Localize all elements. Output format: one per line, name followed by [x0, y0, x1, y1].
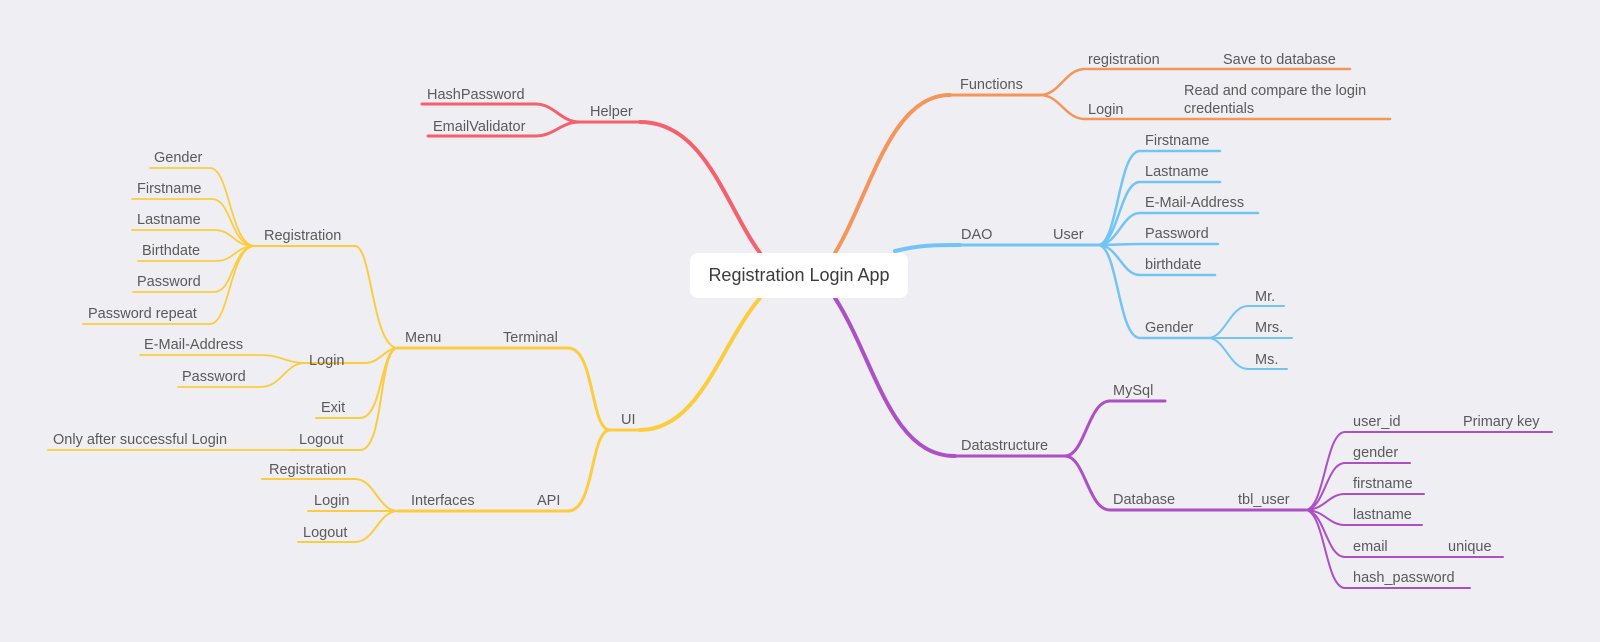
node-logout-note[interactable]: Only after successful Login — [53, 432, 227, 448]
node-col-firstname[interactable]: firstname — [1353, 476, 1413, 492]
node-reg-birthdate[interactable]: Birthdate — [142, 243, 200, 259]
node-datastructure[interactable]: Datastructure — [961, 438, 1048, 454]
node-reg-gender[interactable]: Gender — [154, 150, 203, 166]
edge-login-email — [139, 354, 306, 364]
edge-tbl-gender — [1304, 462, 1411, 511]
node-interfaces-logout[interactable]: Logout — [303, 525, 347, 541]
node-user-lastname[interactable]: Lastname — [1145, 164, 1209, 180]
node-user-email[interactable]: E-Mail-Address — [1145, 195, 1244, 211]
branch-ui — [47, 167, 762, 543]
node-helper[interactable]: Helper — [590, 104, 633, 120]
edge-root-ui — [638, 296, 762, 432]
edge-root-dao — [893, 243, 962, 253]
node-ui[interactable]: UI — [621, 412, 636, 428]
node-menu-exit[interactable]: Exit — [321, 400, 345, 416]
edge-menu-registration — [254, 245, 399, 349]
node-gender-mr[interactable]: Mr. — [1255, 289, 1275, 305]
edge-user-birthdate — [1096, 243, 1217, 277]
root-node-label: Registration Login App — [708, 265, 890, 285]
node-reg-firstname[interactable]: Firstname — [137, 181, 201, 197]
node-hashpassword[interactable]: HashPassword — [427, 87, 525, 103]
node-functions[interactable]: Functions — [960, 77, 1023, 93]
edge-user-lastname — [1096, 180, 1222, 247]
node-col-unique[interactable]: unique — [1448, 539, 1492, 555]
node-read-compare-line1[interactable]: Read and compare the login — [1184, 83, 1366, 99]
edge-helper-emailvalidator — [426, 120, 582, 138]
root-node[interactable]: Registration Login App — [690, 253, 908, 298]
edge-tbl-user-id — [1304, 431, 1553, 511]
node-menu[interactable]: Menu — [405, 330, 441, 346]
edge-functions-login — [1038, 93, 1392, 121]
branch-helper — [420, 102, 762, 255]
branch-functions — [833, 67, 1392, 255]
node-menu-logout[interactable]: Logout — [299, 432, 343, 448]
edge-reg-gender — [149, 167, 256, 247]
edge-interfaces-logout — [297, 510, 399, 543]
node-func-login[interactable]: Login — [1088, 102, 1123, 118]
node-user[interactable]: User — [1053, 227, 1084, 243]
node-col-primary-key[interactable]: Primary key — [1463, 414, 1540, 430]
edge-root-datastructure — [833, 296, 957, 458]
edge-user-password — [1096, 242, 1220, 247]
node-tbl-user[interactable]: tbl_user — [1238, 492, 1290, 508]
node-login-email[interactable]: E-Mail-Address — [144, 337, 243, 353]
node-reg-password-repeat[interactable]: Password repeat — [88, 306, 197, 322]
edge-tbl-firstname — [1304, 493, 1425, 511]
node-user-birthdate[interactable]: birthdate — [1145, 257, 1201, 273]
node-login-password[interactable]: Password — [182, 369, 246, 385]
branch-datastructure — [833, 296, 1553, 589]
node-database[interactable]: Database — [1113, 492, 1175, 508]
node-col-gender[interactable]: gender — [1353, 445, 1398, 461]
edge-user-gender — [1096, 243, 1210, 340]
node-user-password[interactable]: Password — [1145, 226, 1209, 242]
node-save-to-database[interactable]: Save to database — [1223, 52, 1336, 68]
edge-ui-api — [396, 428, 612, 513]
node-menu-login[interactable]: Login — [309, 353, 344, 369]
node-emailvalidator[interactable]: EmailValidator — [433, 119, 526, 135]
branch-dao — [893, 149, 1293, 370]
node-user-firstname[interactable]: Firstname — [1145, 133, 1209, 149]
edge-reg-firstname — [131, 198, 256, 247]
node-gender-mrs[interactable]: Mrs. — [1255, 320, 1283, 336]
edge-datastructure-mysql — [1063, 399, 1167, 458]
node-interfaces[interactable]: Interfaces — [411, 493, 475, 509]
node-col-hash-password[interactable]: hash_password — [1353, 570, 1455, 586]
edge-ui-terminal — [396, 346, 612, 432]
edge-root-helper — [638, 120, 762, 255]
node-menu-registration[interactable]: Registration — [264, 228, 341, 244]
node-interfaces-registration[interactable]: Registration — [269, 462, 346, 478]
edge-user-firstname — [1096, 149, 1222, 247]
edge-tbl-hash-password — [1304, 509, 1471, 589]
edge-interfaces-registration — [261, 478, 399, 512]
node-mysql[interactable]: MySql — [1113, 383, 1153, 399]
edge-login-password — [177, 362, 306, 388]
node-api[interactable]: API — [537, 493, 560, 509]
edge-gender-ms — [1207, 337, 1288, 370]
node-col-user-id[interactable]: user_id — [1353, 414, 1401, 430]
node-reg-lastname[interactable]: Lastname — [137, 212, 201, 228]
node-gender-ms[interactable]: Ms. — [1255, 352, 1278, 368]
node-terminal[interactable]: Terminal — [503, 330, 558, 346]
node-reg-password[interactable]: Password — [137, 274, 201, 290]
node-col-lastname[interactable]: lastname — [1353, 507, 1412, 523]
node-dao[interactable]: DAO — [961, 227, 992, 243]
edge-root-functions — [833, 93, 952, 255]
edge-reg-password-repeat — [82, 245, 256, 325]
node-col-email[interactable]: email — [1353, 539, 1388, 555]
node-func-registration[interactable]: registration — [1088, 52, 1160, 68]
edge-menu-logout — [289, 347, 399, 451]
edge-datastructure-database — [1063, 454, 1307, 512]
edge-reg-lastname — [131, 229, 256, 247]
edge-gender-mr — [1207, 305, 1285, 339]
node-user-gender[interactable]: Gender — [1145, 320, 1194, 336]
edge-functions-registration — [1038, 67, 1352, 97]
node-read-compare-line2[interactable]: credentials — [1184, 101, 1254, 117]
node-interfaces-login[interactable]: Login — [314, 493, 349, 509]
